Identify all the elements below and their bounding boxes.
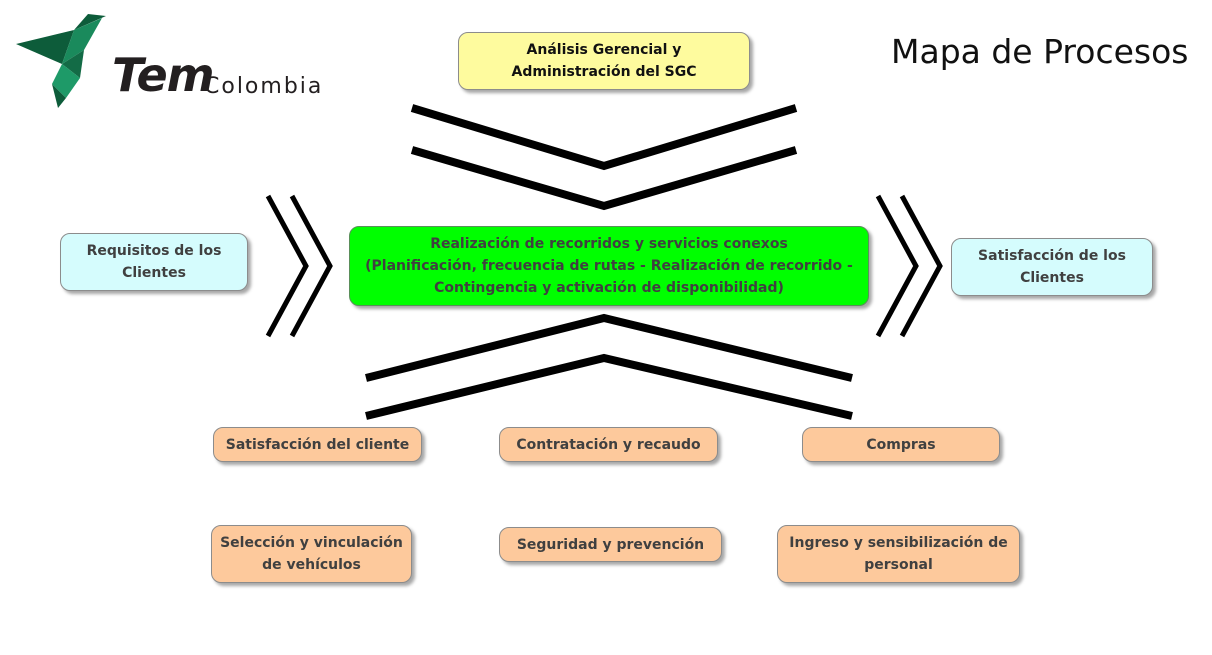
support-process-box: Contratación y recaudo <box>499 427 718 462</box>
support-process-box: Seguridad y prevención <box>499 527 722 562</box>
strategic-process-box: Análisis Gerencial y Administración del … <box>458 32 750 90</box>
support-process-box: Compras <box>802 427 1000 462</box>
logo-wordmark: Tem <box>112 48 215 102</box>
left-chevron-1 <box>265 194 309 338</box>
support-process-box: Ingreso y sensibilización de personal <box>777 525 1020 583</box>
output-client-satisfaction-box: Satisfacción de los Clientes <box>951 238 1153 296</box>
company-logo: Tem Colombia <box>14 12 344 112</box>
support-process-box: Satisfacción del cliente <box>213 427 422 462</box>
up-chevron-lower <box>365 353 853 420</box>
logo-subtitle: Colombia <box>204 74 324 99</box>
left-chevron-2 <box>289 194 333 338</box>
page-title: Mapa de Procesos <box>891 32 1189 71</box>
core-process-box: Realización de recorridos y servicios co… <box>349 226 869 306</box>
input-client-requirements-box: Requisitos de los Clientes <box>60 233 248 291</box>
down-chevron-lower <box>410 146 798 211</box>
right-chevron-1 <box>875 194 919 338</box>
down-chevron-upper <box>410 104 798 171</box>
bird-logo-icon <box>16 14 106 108</box>
right-chevron-2 <box>899 194 943 338</box>
up-chevron-upper <box>365 313 853 382</box>
support-process-box: Selección y vinculación de vehículos <box>211 525 412 583</box>
